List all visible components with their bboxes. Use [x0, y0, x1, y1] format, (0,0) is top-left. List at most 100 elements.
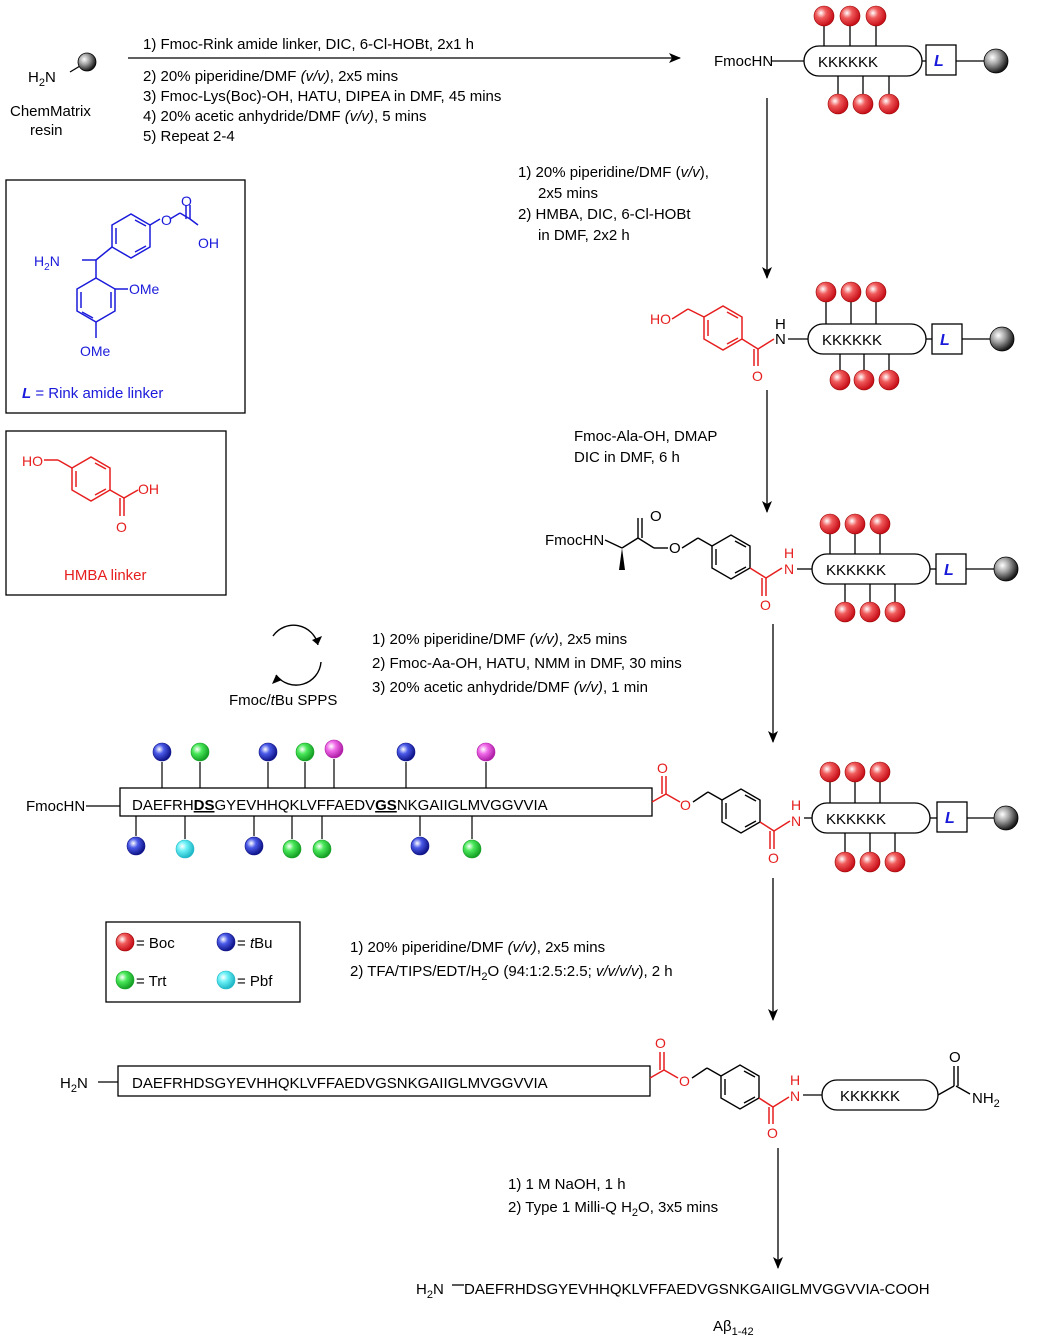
protecting-groups-bottom: [126, 816, 482, 859]
legend-tbu-swatch: [216, 932, 236, 952]
svg-text:= tBu: = tBu: [237, 935, 272, 952]
svg-text:H2N: H2N: [28, 69, 56, 89]
product-5: H2N DAEFRHDSGYEVHHQKLVFFAEDVGSNKGAIIGLMV…: [60, 1035, 1000, 1141]
svg-text:O: O: [949, 1049, 961, 1066]
svg-text:HO: HO: [22, 453, 43, 469]
svg-text:OH: OH: [138, 481, 159, 497]
svg-text:OMe: OMe: [129, 281, 160, 297]
svg-text:OMe: OMe: [80, 343, 111, 359]
step3-conditions: Fmoc-Ala-OH, DMAP DIC in DMF, 6 h: [574, 428, 717, 466]
svg-text:KKKKKK: KKKKKK: [826, 811, 886, 828]
svg-text:O: O: [760, 597, 771, 613]
svg-text:1) 20% piperidine/DMF (v/v), 2: 1) 20% piperidine/DMF (v/v), 2x5 mins: [350, 939, 605, 956]
svg-text:= Boc: = Boc: [136, 935, 175, 952]
svg-text:1) 20% piperidine/DMF (v/v), 2: 1) 20% piperidine/DMF (v/v), 2x5 mins: [372, 631, 627, 648]
svg-text:N: N: [791, 813, 801, 829]
svg-text:KKKKKK: KKKKKK: [826, 562, 886, 579]
resin-bead: [983, 48, 1009, 74]
svg-text:O: O: [679, 1073, 690, 1089]
final-product: H2N DAEFRHDSGYEVHHQKLVFFAEDVGSNKGAIIGLMV…: [416, 1281, 930, 1338]
svg-text:H: H: [775, 316, 786, 333]
resin-start: H2N ChemMatrix resin: [10, 52, 97, 139]
svg-text:O: O: [680, 797, 691, 813]
svg-text:DAEFRHDSGYEVHHQKLVFFAEDVGSNKGA: DAEFRHDSGYEVHHQKLVFFAEDVGSNKGAIIGLMVGGVV…: [132, 1075, 548, 1092]
svg-text:HO: HO: [650, 311, 671, 327]
product-3: FmocHN O O O H N KKKKKK L: [545, 508, 1019, 623]
svg-text:N: N: [775, 331, 786, 348]
boc-balls: [819, 513, 906, 623]
svg-text:FmocHN: FmocHN: [714, 53, 773, 70]
legend-pbf-swatch: [216, 970, 236, 990]
svg-text:Fmoc-Ala-OH, DMAP: Fmoc-Ala-OH, DMAP: [574, 428, 717, 445]
boc-balls: [815, 281, 900, 391]
svg-text:1) 1 M NaOH, 1 h: 1) 1 M NaOH, 1 h: [508, 1176, 626, 1193]
step6-conditions: 1) 1 M NaOH, 1 h 2) Type 1 Milli-Q H2O, …: [508, 1176, 718, 1219]
resin-bead: [77, 52, 97, 72]
svg-text:2) Type 1 Milli-Q H2O, 3x5 min: 2) Type 1 Milli-Q H2O, 3x5 mins: [508, 1199, 718, 1219]
svg-text:2x5 mins: 2x5 mins: [538, 185, 598, 202]
svg-text:L: L: [934, 53, 944, 70]
product-4: FmocHN DAEFRHDSGYEVHHQKLVFFAEDVGSNKGAIIG…: [26, 739, 1019, 873]
protecting-groups-top: [152, 739, 496, 788]
step1-conditions: 1) Fmoc-Rink amide linker, DIC, 6-Cl-HOB…: [143, 36, 501, 145]
svg-text:Fmoc/tBu SPPS: Fmoc/tBu SPPS: [229, 692, 337, 709]
svg-text:O: O: [161, 212, 172, 228]
svg-text:4) 20% acetic anhydride/DMF (v: 4) 20% acetic anhydride/DMF (v/v), 5 min…: [143, 108, 426, 125]
svg-text:2) 20% piperidine/DMF (v/v), 2: 2) 20% piperidine/DMF (v/v), 2x5 mins: [143, 68, 398, 85]
hmba-linker-box: HO O OH HMBA linker: [5, 430, 227, 596]
svg-text:O: O: [116, 519, 127, 535]
svg-text:H2N: H2N: [416, 1281, 444, 1301]
svg-text:L = Rink amide linker: L = Rink amide linker: [22, 385, 163, 402]
step2-conditions: 1) 20% piperidine/DMF (v/v), 2x5 mins 2)…: [518, 164, 709, 244]
svg-text:3) Fmoc-Lys(Boc)-OH, HATU, DIP: 3) Fmoc-Lys(Boc)-OH, HATU, DIPEA in DMF,…: [143, 88, 501, 105]
svg-text:KKKKKK: KKKKKK: [822, 332, 882, 349]
svg-text:2) TFA/TIPS/EDT/H2O (94:1:2.5:: 2) TFA/TIPS/EDT/H2O (94:1:2.5:2.5; v/v/v…: [350, 963, 673, 983]
rink-linker-box: O O OH H2N OMe OMe L = Rink amide linker: [5, 179, 246, 414]
svg-text:O: O: [767, 1125, 778, 1141]
svg-text:N: N: [790, 1088, 800, 1104]
linker-box: [925, 44, 957, 76]
resin-name-1: ChemMatrix: [10, 103, 91, 120]
spps-cycle-icon: Fmoc/tBu SPPS: [229, 624, 337, 709]
svg-text:N: N: [784, 561, 794, 577]
step5-conditions: 1) 20% piperidine/DMF (v/v), 2x5 mins 2)…: [350, 939, 673, 983]
product-1: FmocHN KKKKKK L: [714, 5, 1009, 115]
svg-text:O: O: [669, 540, 681, 557]
final-sequence: DAEFRHDSGYEVHHQKLVFFAEDVGSNKGAIIGLMVGGVV…: [464, 1281, 930, 1298]
svg-text:H: H: [791, 797, 801, 813]
svg-text:KKKKKK: KKKKKK: [818, 54, 878, 71]
svg-text:= Pbf: = Pbf: [237, 973, 273, 990]
svg-text:H2N: H2N: [60, 1075, 88, 1095]
svg-text:2) Fmoc-Aa-OH, HATU, NMM in DM: 2) Fmoc-Aa-OH, HATU, NMM in DMF, 30 mins: [372, 655, 682, 672]
final-name: Aβ1-42: [713, 1318, 754, 1338]
svg-text:3) 20% acetic anhydride/DMF (v: 3) 20% acetic anhydride/DMF (v/v), 1 min: [372, 679, 648, 696]
legend-boc-swatch: [115, 932, 135, 952]
svg-text:H: H: [784, 545, 794, 561]
peptide-sequence: DAEFRHDSGYEVHHQKLVFFAEDVGSNKGAIIGLMVGGVV…: [132, 797, 548, 814]
svg-text:O: O: [181, 193, 192, 209]
svg-text:O: O: [768, 850, 779, 866]
svg-text:NH2: NH2: [972, 1090, 1000, 1110]
product-2: HO O H N KKKKKK L: [650, 281, 1015, 391]
svg-text:L: L: [944, 562, 954, 579]
legend-trt-swatch: [115, 970, 135, 990]
svg-text:O: O: [650, 508, 662, 525]
svg-text:in DMF, 2x2 h: in DMF, 2x2 h: [538, 227, 630, 244]
boc-balls: [819, 761, 906, 873]
svg-text:= Trt: = Trt: [136, 973, 167, 990]
resin-name-2: resin: [30, 122, 63, 139]
svg-text:FmocHN: FmocHN: [26, 798, 85, 815]
svg-text:1) Fmoc-Rink amide linker, DIC: 1) Fmoc-Rink amide linker, DIC, 6-Cl-HOB…: [143, 36, 474, 53]
svg-text:O: O: [752, 368, 763, 384]
svg-text:FmocHN: FmocHN: [545, 532, 604, 549]
step4-conditions: 1) 20% piperidine/DMF (v/v), 2x5 mins 2)…: [372, 631, 682, 696]
svg-text:OH: OH: [198, 235, 219, 251]
svg-text:2) HMBA, DIC, 6-Cl-HOBt: 2) HMBA, DIC, 6-Cl-HOBt: [518, 206, 691, 223]
svg-text:HMBA linker: HMBA linker: [64, 567, 147, 584]
svg-text:5) Repeat 2-4: 5) Repeat 2-4: [143, 128, 235, 145]
svg-text:H2N: H2N: [34, 253, 60, 273]
svg-text:O: O: [657, 760, 668, 776]
svg-text:O: O: [655, 1035, 666, 1051]
svg-text:DIC in DMF, 6 h: DIC in DMF, 6 h: [574, 449, 680, 466]
